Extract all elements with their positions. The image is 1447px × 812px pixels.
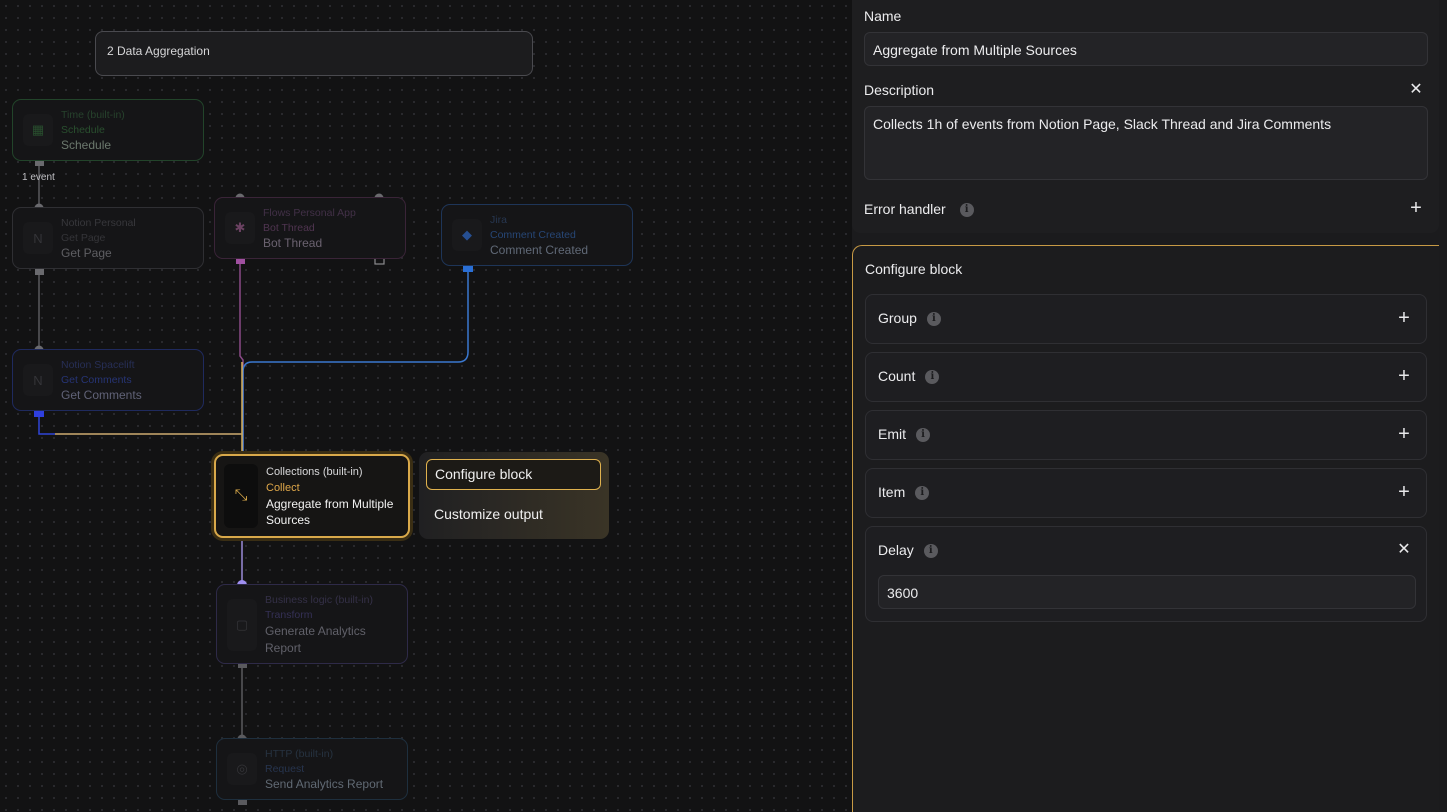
info-icon[interactable]: i	[959, 203, 974, 218]
row-label: Count	[878, 368, 916, 384]
node-action: Collect	[266, 482, 300, 494]
node-source: HTTP (built-in)	[265, 748, 334, 760]
node-business-transform[interactable]: ▢ Business logic (built-in) Transform Ge…	[216, 584, 408, 664]
node-name: Send Analytics Report	[265, 777, 384, 791]
node-action: Schedule	[61, 124, 105, 136]
notion-icon: N	[23, 364, 53, 396]
description-label: Description	[864, 82, 935, 98]
node-action: Comment Created	[490, 229, 576, 241]
node-flows-bot-thread[interactable]: ✱ Flows Personal App Bot Thread Bot Thre…	[214, 197, 406, 259]
node-source: Collections (built-in)	[266, 466, 363, 478]
close-icon[interactable]: ✕	[1409, 81, 1423, 98]
slack-icon: ✱	[225, 212, 255, 244]
block-details-section: Name Aggregate from Multiple Sources Des…	[852, 0, 1439, 233]
name-field[interactable]: Aggregate from Multiple Sources	[864, 32, 1428, 66]
node-action: Get Page	[61, 232, 106, 244]
info-icon[interactable]: i	[925, 370, 940, 385]
description-field[interactable]: Collects 1h of events from Notion Page, …	[864, 106, 1428, 180]
node-time-schedule[interactable]: ▦ Time (built-in) Schedule Schedule	[12, 99, 204, 161]
node-action: Transform	[265, 609, 313, 621]
close-icon[interactable]: ✕	[1397, 541, 1411, 558]
info-icon[interactable]: i	[923, 544, 938, 559]
node-notion-personal[interactable]: N Notion Personal Get Page Get Page	[12, 207, 204, 269]
node-name: Aggregate from Multiple Sources	[266, 497, 394, 527]
block-settings-panel: Name Aggregate from Multiple Sources Des…	[852, 0, 1447, 812]
group-title: 2 Data Aggregation	[107, 44, 210, 58]
error-handler-text: Error handler	[864, 201, 946, 217]
node-source: Time (built-in)	[61, 109, 125, 121]
row-label: Delay	[878, 542, 914, 558]
globe-icon: ◎	[227, 753, 257, 785]
node-source: Notion Spacelift	[61, 359, 135, 371]
group-header[interactable]: 2 Data Aggregation	[95, 31, 533, 76]
node-name: Generate Analytics Report	[265, 624, 366, 655]
plus-icon[interactable]: +	[1398, 307, 1410, 329]
node-jira-comment[interactable]: ◆ Jira Comment Created Comment Created	[441, 204, 633, 266]
node-action: Bot Thread	[263, 222, 315, 234]
node-name: Get Comments	[61, 388, 142, 402]
collapse-arrows-icon: ⤡	[224, 464, 258, 528]
node-notion-spacelift[interactable]: N Notion Spacelift Get Comments Get Comm…	[12, 349, 204, 411]
plus-icon[interactable]: +	[1398, 365, 1410, 387]
edge-event-count: 1 event	[22, 172, 55, 183]
workflow-canvas[interactable]: 2 Data Aggregation 1 event ▦ Time (built…	[0, 0, 852, 812]
name-label: Name	[864, 8, 902, 24]
node-collections-collect[interactable]: ⤡ Collections (built-in) Collect Aggrega…	[214, 454, 410, 538]
node-popover-menu: Configure block Customize output	[419, 452, 609, 539]
add-error-handler-plus-icon[interactable]: +	[1410, 197, 1422, 219]
row-label: Item	[878, 484, 906, 500]
node-http-request[interactable]: ◎ HTTP (built-in) Request Send Analytics…	[216, 738, 408, 800]
node-source: Jira	[490, 214, 507, 226]
configure-block-title: Configure block	[865, 261, 963, 277]
node-source: Business logic (built-in)	[265, 594, 373, 606]
row-label: Group	[878, 310, 917, 326]
customize-output-menu-item[interactable]: Customize output	[434, 506, 543, 522]
delay-input[interactable]: 3600	[878, 575, 1416, 609]
info-icon[interactable]: i	[916, 428, 930, 443]
plus-icon[interactable]: +	[1398, 423, 1410, 445]
notion-icon: N	[23, 222, 53, 254]
plus-icon[interactable]: +	[1398, 481, 1410, 503]
node-name: Comment Created	[490, 243, 589, 257]
calendar-icon: ▦	[23, 114, 53, 146]
configure-block-menu-item[interactable]: Configure block	[426, 459, 601, 490]
node-name: Schedule	[61, 138, 112, 152]
node-name: Get Page	[61, 246, 112, 260]
chat-bubble-icon: ▢	[227, 599, 257, 651]
info-icon[interactable]: i	[926, 312, 941, 327]
node-source: Flows Personal App	[263, 207, 356, 219]
error-handler-label: Error handler i	[864, 201, 974, 218]
node-name: Bot Thread	[263, 236, 323, 250]
node-source: Notion Personal	[61, 217, 136, 229]
row-label: Emit	[878, 426, 906, 442]
info-icon[interactable]: i	[915, 486, 930, 501]
node-action: Get Comments	[61, 374, 132, 386]
node-action: Request	[265, 763, 305, 775]
jira-icon: ◆	[452, 219, 482, 251]
